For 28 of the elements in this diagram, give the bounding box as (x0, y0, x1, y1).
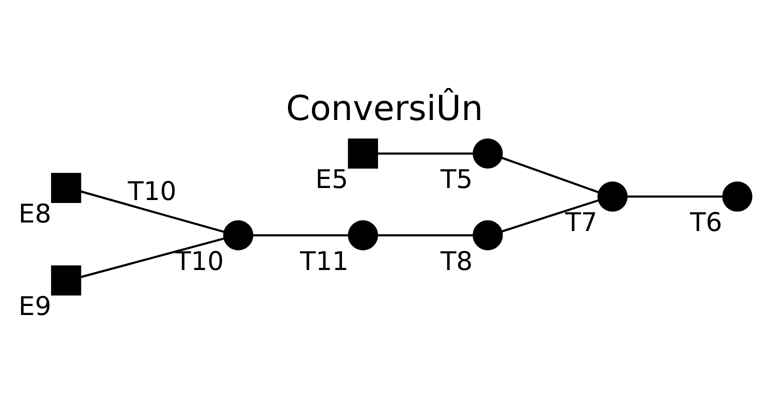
connector (377, 234, 474, 236)
node-box (348, 138, 378, 168)
node-label: T8 (440, 246, 473, 276)
node-label: T11 (300, 246, 349, 276)
node-circle (722, 181, 752, 212)
node-label: E9 (18, 292, 52, 322)
connector (502, 198, 599, 232)
node-circle (472, 138, 503, 168)
connector (626, 194, 724, 198)
node-box (51, 172, 82, 202)
connector (80, 236, 224, 278)
node-label: T7 (565, 208, 598, 238)
node-circle (472, 220, 503, 250)
node-label: E5 (315, 164, 348, 195)
diagram-title: ConversiÛn (286, 88, 484, 128)
edge-label: T10 (128, 176, 176, 206)
node-label: T5 (440, 164, 473, 195)
node-label: T6 (690, 208, 722, 238)
connector (377, 152, 474, 154)
node-circle (597, 181, 628, 212)
connector (502, 156, 599, 193)
node-circle (348, 220, 378, 250)
connector (80, 190, 224, 232)
connector (252, 234, 349, 236)
node-box (51, 264, 82, 295)
node-label: T10 (175, 246, 224, 276)
node-label: E8 (18, 199, 52, 230)
node-circle (223, 220, 254, 250)
